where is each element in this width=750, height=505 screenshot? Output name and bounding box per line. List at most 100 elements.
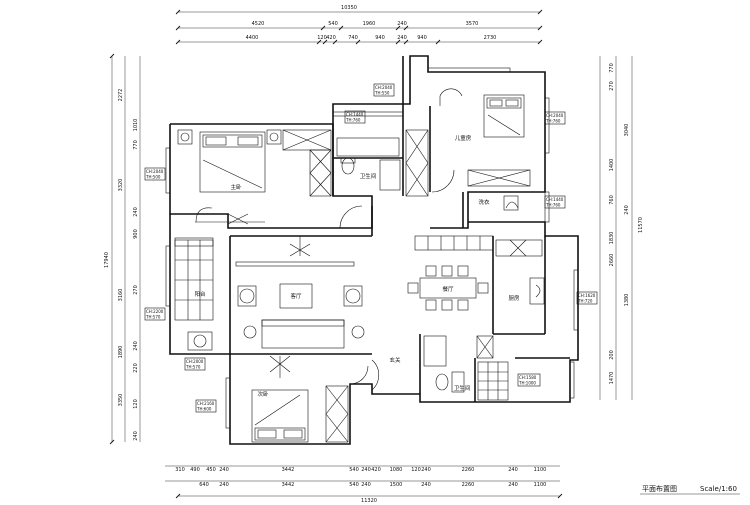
room-balcony: 阳台	[194, 290, 206, 298]
room-master-bedroom: 主卧	[230, 183, 242, 191]
dim-top-r1-2: 1960	[363, 21, 376, 27]
dim-top-total: 10350	[341, 5, 357, 11]
dim-top-r2-5: 240	[397, 35, 407, 41]
dim-top-r2-2: 420	[326, 35, 336, 41]
bath-top-fixtures	[336, 129, 429, 197]
dim-left-total: 17940	[104, 252, 110, 268]
dim-top-r2-0: 4400	[246, 35, 259, 41]
title-block: 平面布置图 Scale/1:60	[640, 484, 740, 495]
dim-b2-1: 240	[219, 482, 229, 488]
dim-b1-6: 240	[361, 467, 371, 473]
dim-b2-4: 240	[361, 482, 371, 488]
win-tag-w2-b: TH:760	[345, 118, 361, 123]
dim-b2-0: 640	[199, 482, 209, 488]
win-tag-w7-a: CH:2000	[186, 359, 204, 364]
dim-left-13: 240	[133, 431, 139, 441]
room-labels: 主卧 儿童房 卫生间 洗衣 客厅 餐厅 厨房 卫生间 次卧 阳台 玄关	[194, 134, 520, 398]
dim-b2-5: 1500	[390, 482, 403, 488]
living-furniture	[235, 236, 365, 349]
kitchen-fixtures	[495, 239, 545, 305]
dim-right-5: 240	[624, 205, 630, 215]
win-tag-w7-b: TH:570	[185, 365, 201, 370]
dim-b2-3: 540	[349, 482, 359, 488]
dim-top-r1-4: 3570	[466, 21, 479, 27]
dim-right-9: 200	[609, 350, 615, 360]
dim-b2-7: 2260	[462, 482, 475, 488]
wardrobe-master	[282, 129, 332, 197]
room-entry: 玄关	[389, 356, 401, 364]
room-bath-top: 卫生间	[360, 172, 377, 180]
room-child-bedroom: 儿童房	[455, 134, 472, 142]
master-bed	[177, 129, 282, 193]
room-living: 客厅	[290, 292, 302, 300]
win-tag-w1-a: CH:2040	[146, 169, 164, 174]
win-tag-w10-b: TH:1000	[518, 381, 536, 386]
desk-master	[195, 207, 265, 225]
dim-top-r2-3: 740	[348, 35, 358, 41]
dim-b1-2: 450	[206, 467, 216, 473]
dim-left-0: 2272	[118, 89, 124, 102]
win-tag-w6-b: TH:570	[145, 315, 161, 320]
win-tag-w10-a: CH:1580	[519, 375, 537, 380]
dim-right-1: 270	[609, 81, 615, 91]
second-bed	[251, 355, 349, 443]
dim-left-7: 270	[133, 285, 139, 295]
dim-top-r1-3: 240	[397, 21, 407, 27]
room-utility: 洗衣	[478, 198, 490, 206]
win-tag-w6-a: CH:2200	[146, 309, 164, 314]
dim-b1-8: 1080	[390, 467, 403, 473]
walls	[169, 55, 579, 445]
room-second-bedroom: 次卧	[257, 390, 269, 398]
dim-top-r2-1: 120	[317, 35, 327, 41]
furniture	[174, 88, 545, 443]
dim-top-r2-4: 940	[375, 35, 385, 41]
dim-left-8: 240	[133, 341, 139, 351]
dim-b1-4: 3442	[282, 467, 295, 473]
win-tag-w5-b: TH:760	[545, 203, 561, 208]
dim-right-total: 11570	[638, 217, 644, 233]
dim-left-5: 900	[133, 229, 139, 239]
dim-left-3: 3320	[118, 179, 124, 192]
dim-right-3: 1400	[609, 159, 615, 172]
dim-right-0: 770	[609, 63, 615, 73]
win-tag-w3-b: TH:550	[374, 91, 390, 96]
dim-top-r2-7: 2730	[484, 35, 497, 41]
bath-bottom-fixtures	[423, 335, 509, 401]
dim-top-r1-0: 4520	[252, 21, 265, 27]
dim-b1-12: 240	[508, 467, 518, 473]
dim-bottom-total: 11320	[361, 498, 377, 504]
dim-top-r1-1: 540	[328, 21, 338, 27]
dim-b2-6: 240	[421, 482, 431, 488]
win-tag-w9-b: TH:600	[196, 407, 212, 412]
dim-right-2: 3040	[624, 124, 630, 137]
drawing-scale: Scale/1:60	[700, 485, 737, 493]
win-tag-w4-a: CH:2040	[546, 113, 564, 118]
win-tag-w5-a: CH:1440	[546, 197, 564, 202]
left-storage	[174, 237, 214, 351]
room-bath-bottom: 卫生间	[454, 384, 471, 392]
room-kitchen: 厨房	[508, 294, 520, 302]
dim-right-4: 760	[609, 195, 615, 205]
drawing-title: 平面布置图	[642, 484, 677, 493]
top-dimensions: 10350 4520 540 1960 240 3570 4400 120 42…	[175, 5, 543, 45]
right-dimensions: 11570 770 270 3040 1400 760 240 1830 266…	[599, 56, 644, 400]
win-tag-w9-a: CH:2160	[197, 401, 215, 406]
dim-left-9: 1890	[118, 346, 124, 359]
dim-right-7: 2660	[609, 254, 615, 267]
win-tag-w4-b: TH:760	[545, 119, 561, 124]
win-tag-w1-b: TH:500	[145, 175, 161, 180]
win-tag-w2-a: CH:1440	[346, 112, 364, 117]
dim-b2-9: 1100	[534, 482, 547, 488]
dim-left-12: 120	[133, 399, 139, 409]
dim-b1-1: 490	[190, 467, 200, 473]
utility-fixtures	[503, 195, 519, 211]
dim-top-r2-6: 940	[417, 35, 427, 41]
dim-b1-11: 2260	[462, 467, 475, 473]
doors	[339, 169, 455, 391]
dim-b2-2: 3442	[282, 482, 295, 488]
dim-b2-8: 240	[508, 482, 518, 488]
dim-b1-5: 540	[349, 467, 359, 473]
room-dining: 餐厅	[442, 285, 454, 293]
dim-right-8: 1380	[624, 294, 630, 307]
